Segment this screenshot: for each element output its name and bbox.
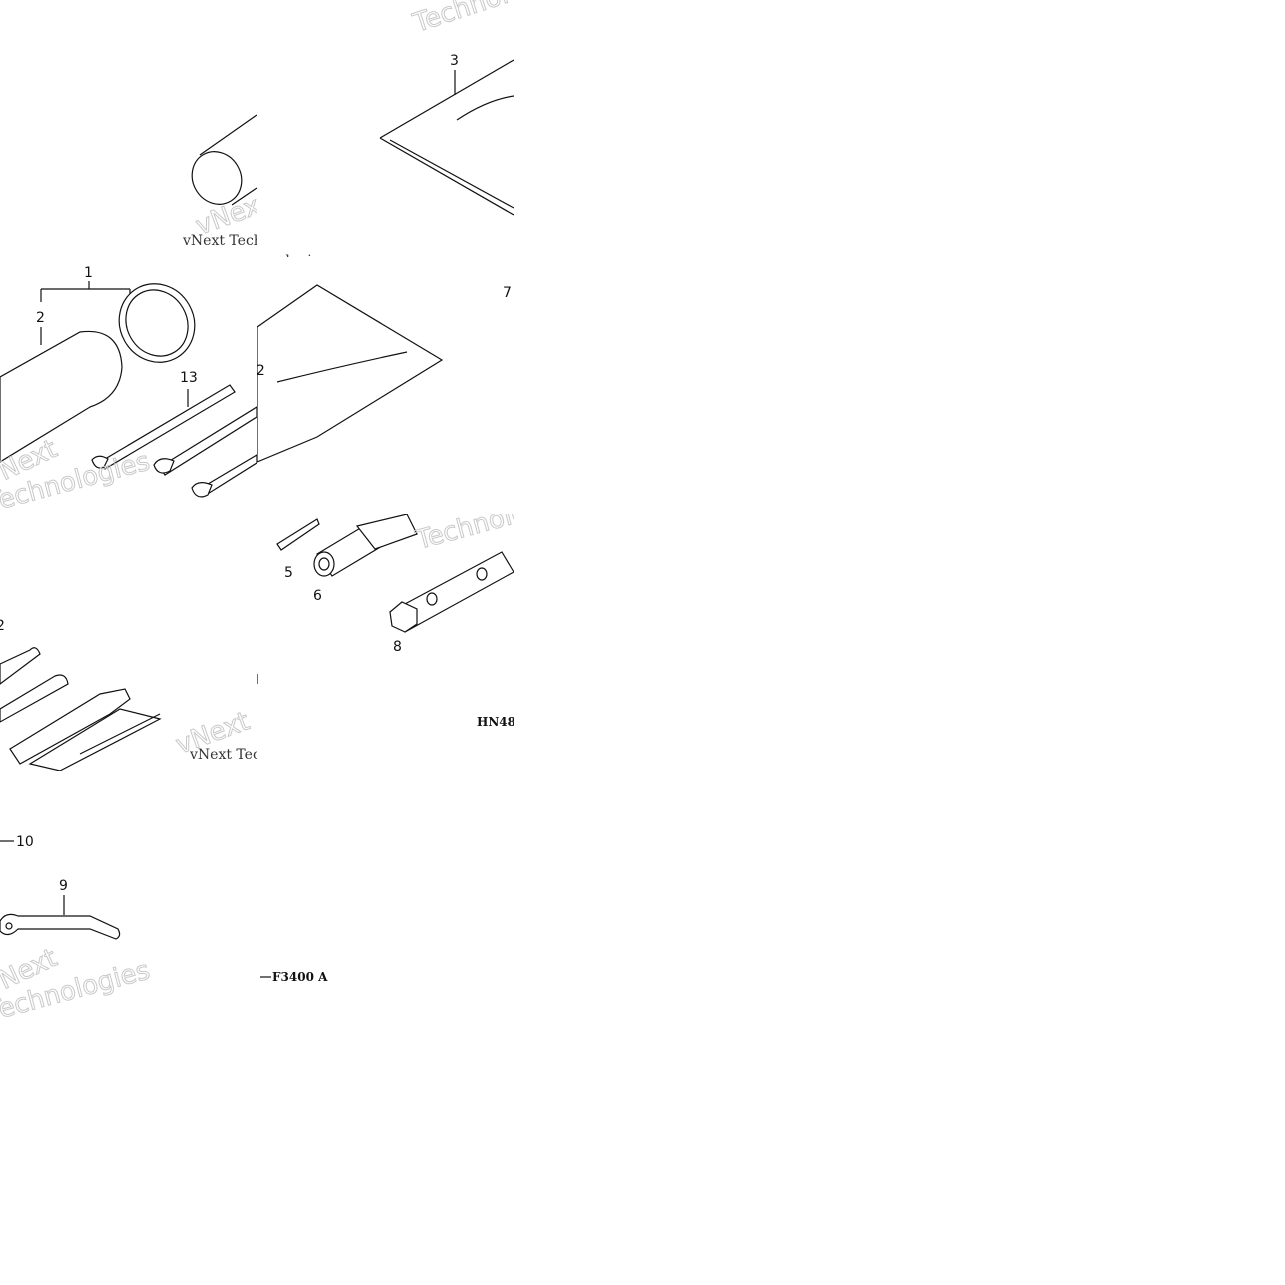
diagram-tile-tube-wrenches: 1 2 13 vNext Technologies bbox=[0, 257, 257, 514]
watermark-tech-f: Technologies bbox=[412, 514, 514, 556]
diagram-tile-tool-tube-top: vNext vNext Technologies bbox=[0, 0, 257, 257]
screwdriver-socket-drawing: 5 6 8 Technologies HN48 bbox=[257, 514, 514, 729]
callout-1: 1 bbox=[84, 265, 93, 281]
callout-5: 5 bbox=[284, 565, 293, 581]
callout-13: 13 bbox=[180, 370, 198, 386]
callout-7: 7 bbox=[503, 285, 512, 301]
watermark-line: vNext Technologies bbox=[182, 233, 257, 249]
tool-bag-drawing: Technologies 3 11 ologies bbox=[277, 0, 514, 257]
callout-10: 10 bbox=[16, 834, 34, 850]
diagram-tile-sockets: 5 6 8 Technologies HN48 bbox=[257, 514, 514, 771]
tool-tube-cap-drawing: vNext vNext Technologies bbox=[182, 114, 257, 249]
code-drawing: F3400 A bbox=[260, 970, 328, 984]
code-hn48: HN48 bbox=[477, 715, 514, 729]
callout-9: 9 bbox=[59, 878, 68, 894]
watermark-line-e: vNext Technologies bbox=[189, 747, 257, 763]
diagram-tile-pliers: 2 vNext vNext Technologies bbox=[0, 514, 257, 771]
pliers-wrenches-drawing: 2 vNext vNext Technologies bbox=[0, 618, 257, 771]
tool-bag-lower-drawing: 7 12 bbox=[257, 284, 512, 463]
callout-8: 8 bbox=[393, 639, 402, 655]
diagram-tile-code: F3400 A bbox=[257, 771, 514, 1028]
code-f3400a: F3400 A bbox=[272, 970, 328, 984]
diagram-tile-bag-top: Technologies 3 11 ologies bbox=[257, 0, 514, 257]
tool-tube-wrenches-drawing: 1 2 13 vNext Technologies bbox=[0, 265, 257, 514]
watermark-line-b: ologies bbox=[277, 253, 327, 257]
callout-12-e: 2 bbox=[0, 618, 5, 634]
callout-12: 12 bbox=[257, 363, 265, 379]
diagram-tile-bag-bottom: 7 12 bbox=[257, 257, 514, 514]
handle-drawing: 10 9 vNext Technologies bbox=[0, 834, 154, 1028]
callout-2: 2 bbox=[36, 310, 45, 326]
callout-3: 3 bbox=[450, 53, 459, 69]
diagram-tile-handle: 10 9 vNext Technologies bbox=[0, 771, 257, 1028]
callout-6: 6 bbox=[313, 588, 322, 604]
watermark-tech: Technologies bbox=[409, 0, 514, 39]
